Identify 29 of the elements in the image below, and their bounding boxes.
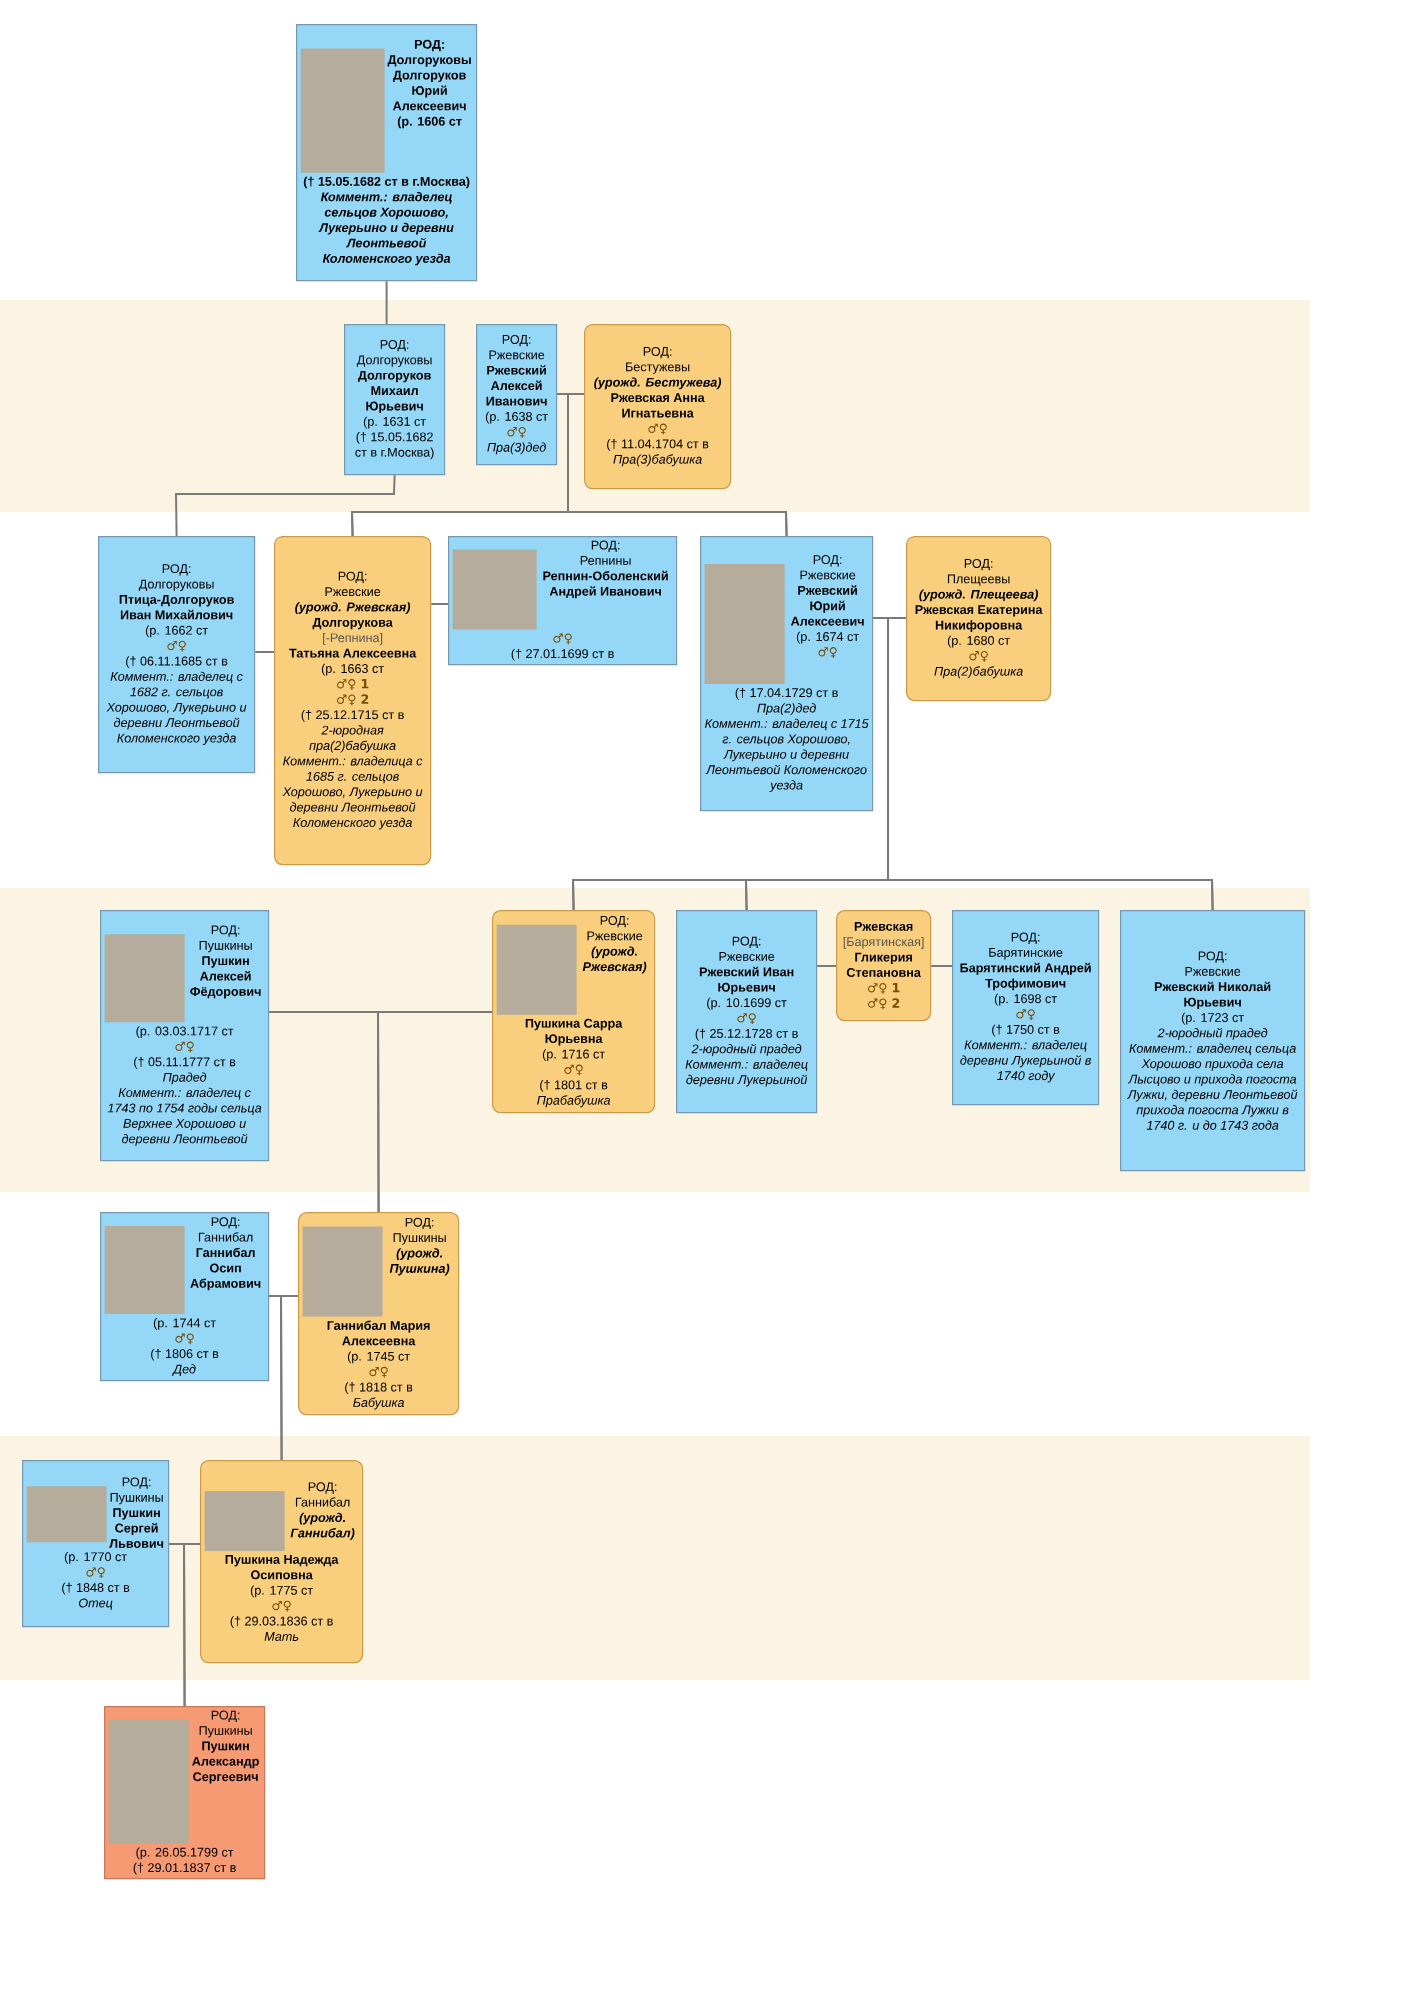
person-card [98,536,256,774]
person-card [700,536,874,812]
person-card [274,536,432,866]
person-card [100,1212,270,1382]
family-line [254,651,275,653]
person-card [906,536,1052,702]
person-card [1120,910,1306,1172]
person-card [836,910,932,1022]
family-line [930,965,953,967]
person-card [952,910,1100,1106]
family-line [280,1295,299,1461]
family-line [377,1011,493,1213]
person-card [22,1460,170,1628]
person-card [584,324,732,490]
person-card [344,324,446,476]
person-card [676,910,818,1114]
family-line [175,474,396,537]
family-line [816,965,837,967]
person-card [448,536,678,666]
person-card [296,24,478,282]
family-line [385,280,388,325]
person-card [492,910,656,1114]
person-card [100,910,270,1162]
family-line [430,603,449,605]
person-card [298,1212,460,1416]
person-card [476,324,558,466]
person-card [200,1460,364,1664]
family-line [183,1543,201,1707]
person-card [104,1706,266,1880]
